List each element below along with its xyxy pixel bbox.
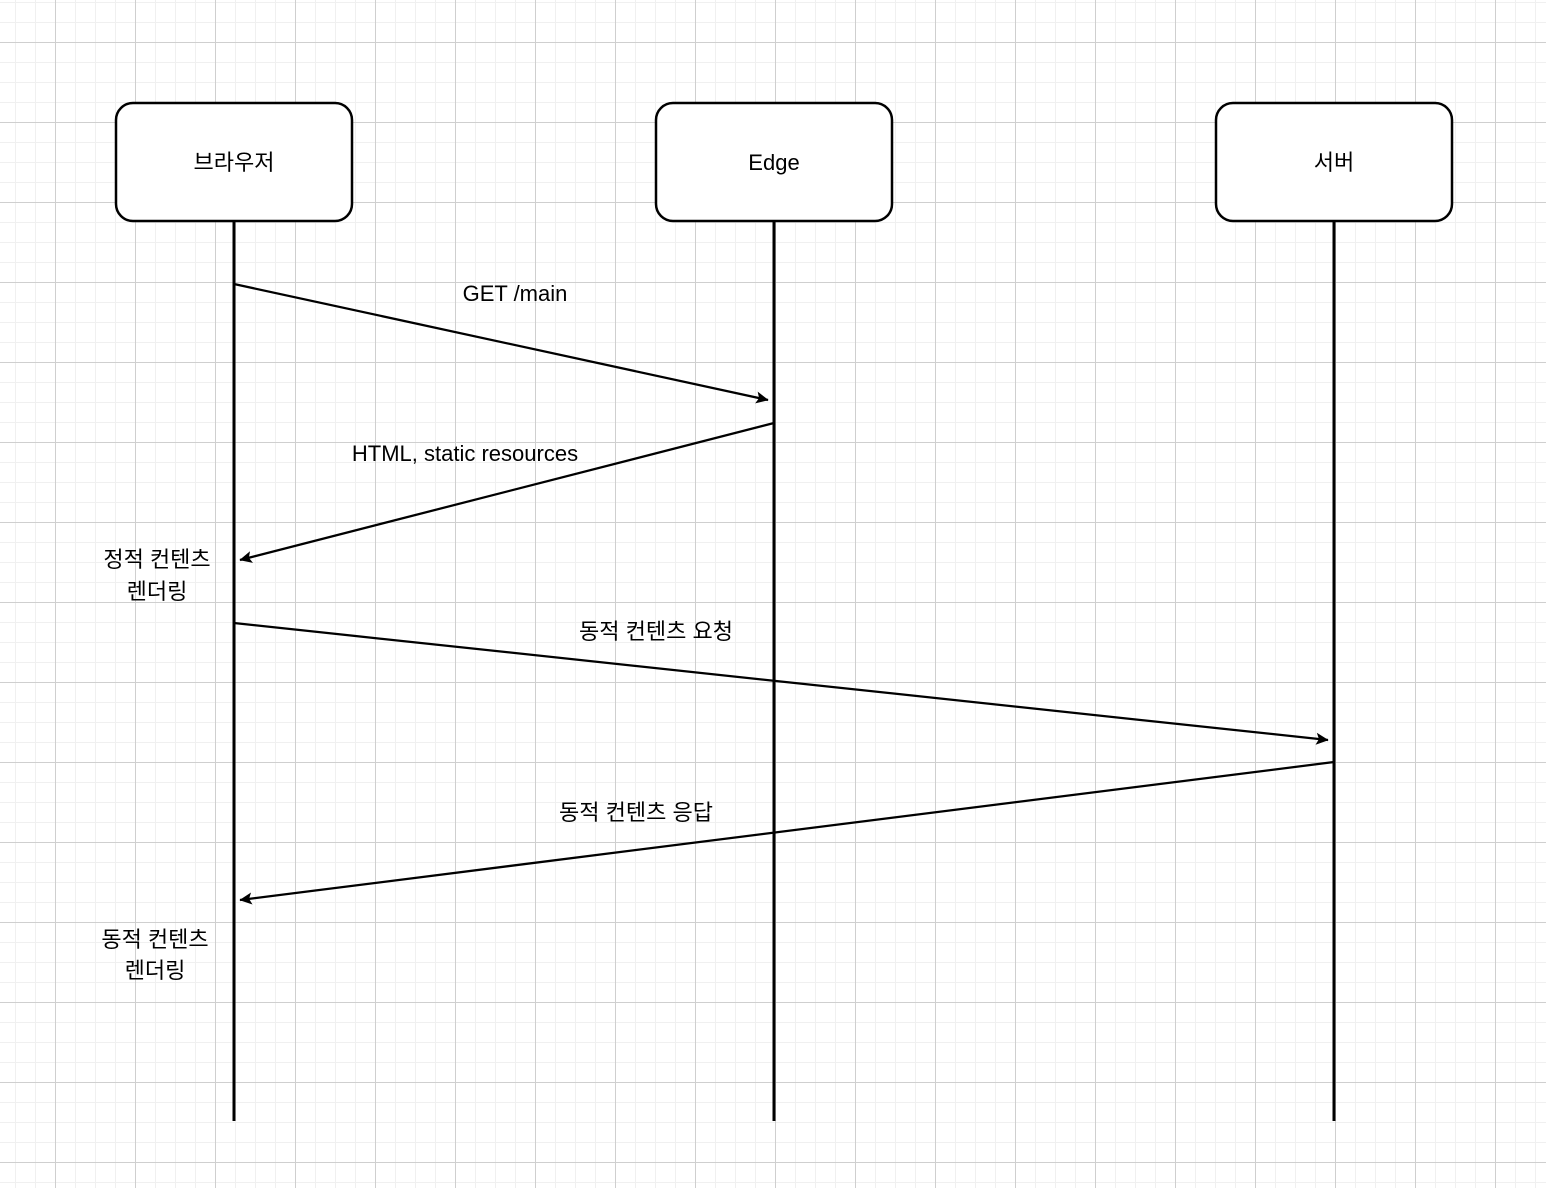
- message-label-dynamic-response: 동적 컨텐츠 응답: [559, 800, 713, 825]
- actor-edge: Edge: [654, 101, 894, 223]
- actor-browser-box: [114, 101, 354, 223]
- message-arrow-dynamic-request: [233, 621, 1329, 745]
- message-label-get-main: GET /main: [463, 281, 568, 306]
- message-label-dynamic-request: 동적 컨텐츠 요청: [579, 619, 733, 644]
- actor-edge-label: Edge: [748, 150, 799, 175]
- message-arrow-html-static-resources: [239, 421, 775, 563]
- actor-server: 서버: [1214, 101, 1454, 223]
- note-static-rendering-line1: 정적 컨텐츠: [103, 547, 210, 572]
- note-static-rendering: 정적 컨텐츠 렌더링: [103, 547, 210, 604]
- note-dynamic-rendering-line2: 렌더링: [125, 958, 186, 983]
- actor-server-label: 서버: [1314, 150, 1354, 175]
- actor-edge-box: [654, 101, 894, 223]
- actor-server-box: [1214, 101, 1454, 223]
- note-dynamic-rendering-line1: 동적 컨텐츠: [101, 927, 208, 952]
- actor-browser: 브라우저: [114, 101, 354, 223]
- note-dynamic-rendering: 동적 컨텐츠 렌더링: [101, 927, 208, 983]
- message-arrow-get-main: [233, 282, 769, 404]
- message-label-html-static-resources: HTML, static resources: [352, 441, 578, 466]
- actor-browser-label: 브라우저: [194, 150, 275, 175]
- message-arrow-dynamic-response: [239, 760, 1335, 905]
- note-static-rendering-line2: 렌더링: [127, 579, 188, 604]
